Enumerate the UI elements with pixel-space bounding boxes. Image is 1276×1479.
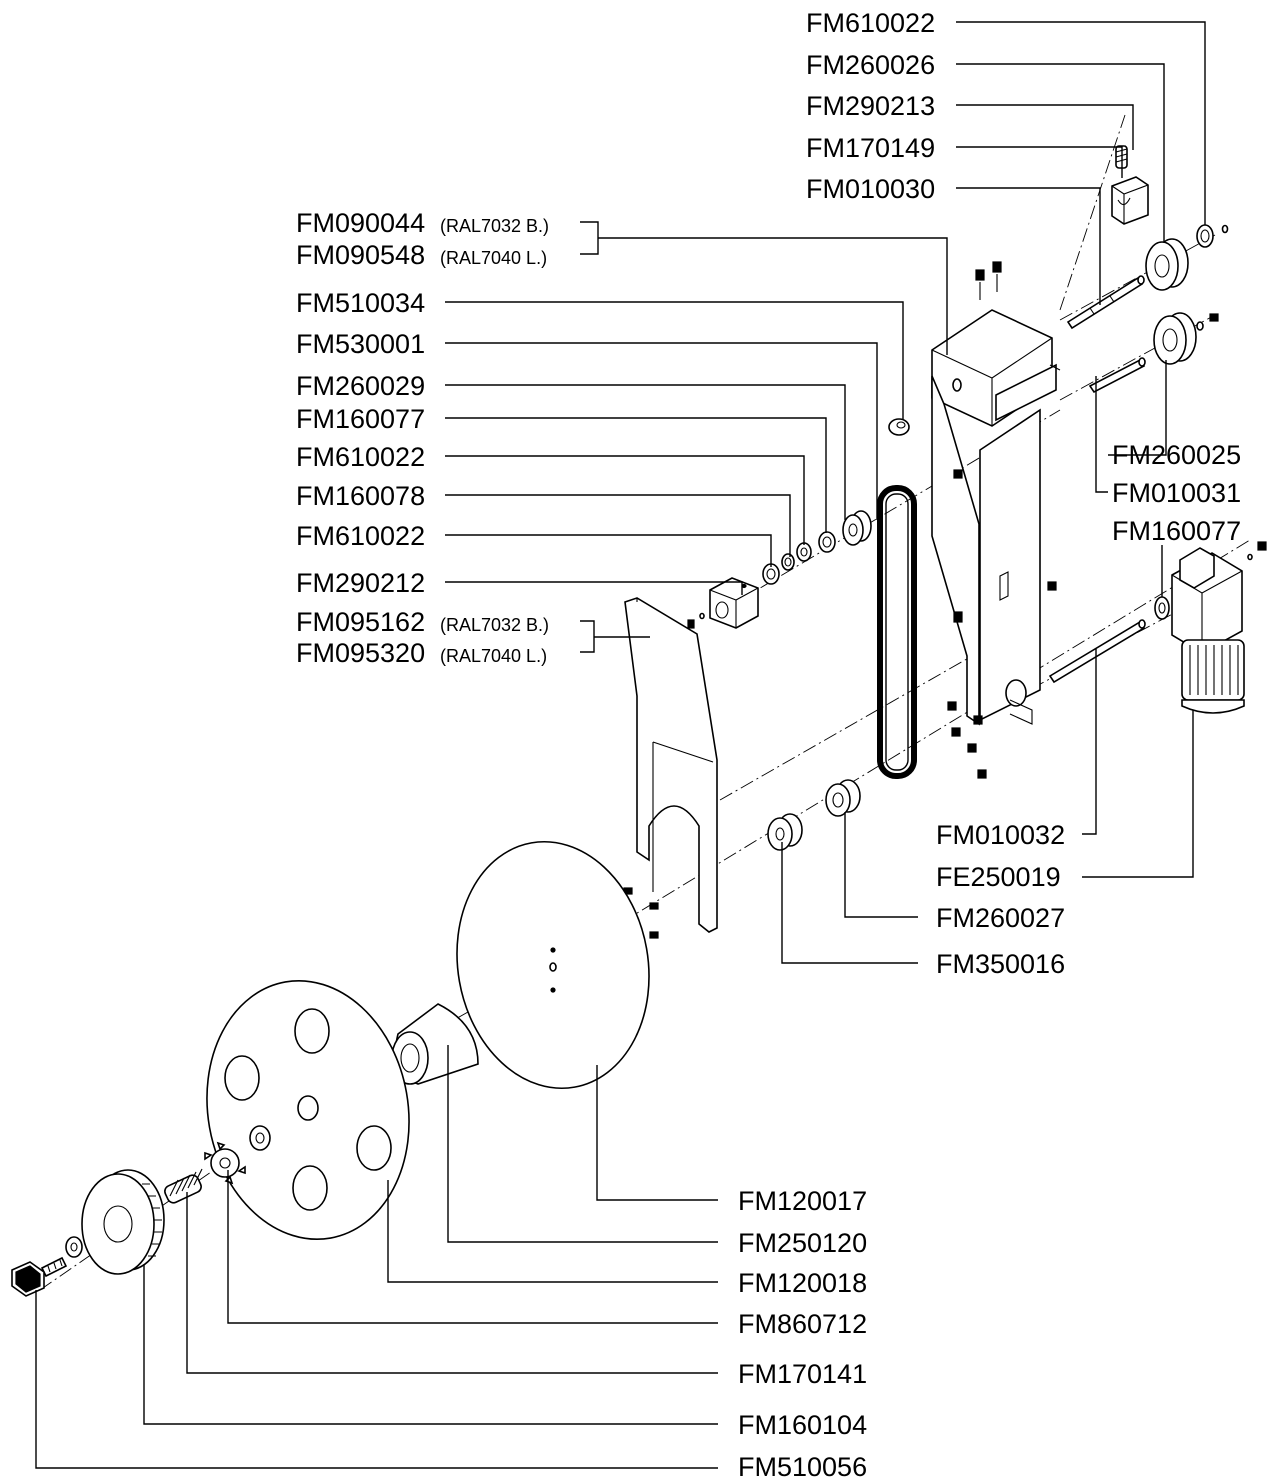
label-fm290212: FM290212	[296, 568, 425, 598]
label-fm860712: FM860712	[738, 1309, 867, 1339]
label-fm090044: FM090044	[296, 208, 425, 238]
label-fm160078: FM160078	[296, 481, 425, 511]
label-fm160077-right: FM160077	[1112, 516, 1241, 546]
label-fm090044-note: (RAL7032 B.)	[440, 216, 549, 236]
label-fm260029: FM260029	[296, 371, 425, 401]
plate-fm095162	[624, 597, 718, 933]
label-fm510056: FM510056	[738, 1452, 867, 1479]
bearing-fm160078	[781, 553, 795, 571]
hub-fm350016	[767, 813, 803, 851]
sprocket-fm860712	[204, 1141, 246, 1185]
label-fm170141: FM170141	[738, 1359, 867, 1389]
screw-knob-fm510056	[11, 1256, 68, 1297]
label-fm160104: FM160104	[738, 1410, 867, 1440]
bush-fm510034	[888, 418, 910, 436]
label-fm350016: FM350016	[936, 949, 1065, 979]
block-fm170149	[1111, 176, 1149, 225]
block-fm290212	[709, 577, 759, 629]
label-fm610022-low: FM610022	[296, 521, 425, 551]
label-fm290213: FM290213	[806, 91, 935, 121]
label-fm160077-left: FM160077	[296, 404, 425, 434]
label-fm610022-top: FM610022	[806, 8, 935, 38]
knob-fm160104	[81, 1169, 165, 1275]
belt-fm530001	[877, 485, 917, 779]
disc-fm120017	[456, 840, 650, 1090]
pulley-fm260027	[825, 779, 861, 817]
shaft-fm010031	[1088, 357, 1146, 394]
label-fm095320: FM095320	[296, 638, 425, 668]
label-fm095162-note: (RAL7032 B.)	[440, 615, 549, 635]
label-fm120017: FM120017	[738, 1186, 867, 1216]
label-fm010032: FM010032	[936, 820, 1065, 850]
housing-fm090044	[931, 309, 1061, 726]
label-fm095320-note: (RAL7040 L.)	[440, 646, 547, 666]
label-fe250019: FE250019	[936, 862, 1061, 892]
label-fm090548-note: (RAL7040 L.)	[440, 248, 547, 268]
shaft-fm010032	[1048, 619, 1146, 684]
label-fm250120: FM250120	[738, 1228, 867, 1258]
leader-lines	[35, 21, 1206, 1469]
housing-top-screws	[975, 261, 1002, 300]
bearing-fm160077-right	[1154, 596, 1170, 620]
label-fm170149: FM170149	[806, 133, 935, 163]
spring-fm170141	[164, 1168, 203, 1204]
label-fm260027: FM260027	[936, 903, 1065, 933]
motor-fe250019	[1171, 541, 1267, 714]
shaft-fm010030	[1066, 275, 1145, 330]
washer	[65, 1236, 83, 1258]
nut-fm610022-mid	[796, 542, 812, 562]
pulley-fm260029	[842, 510, 872, 546]
label-fm610022-mid: FM610022	[296, 442, 425, 472]
label-fm510034: FM510034	[296, 288, 425, 318]
label-fm010030: FM010030	[806, 174, 935, 204]
bearing-fm160077-left	[818, 531, 836, 553]
label-fm260025: FM260025	[1112, 440, 1241, 470]
housing-screws	[947, 469, 1057, 779]
label-fm530001: FM530001	[296, 329, 425, 359]
label-fm120018: FM120018	[738, 1268, 867, 1298]
roller-fm260025	[1153, 312, 1219, 365]
label-fm260026: FM260026	[806, 50, 935, 80]
label-fm095162: FM095162	[296, 607, 425, 637]
nut-fm610022-top	[1196, 224, 1229, 248]
part-labels: FM610022 FM260026 FM290213 FM170149 FM01…	[296, 8, 1241, 1479]
label-fm090548: FM090548	[296, 240, 425, 270]
label-fm010031: FM010031	[1112, 478, 1241, 508]
disc-fm120018	[206, 980, 410, 1240]
cone-fm250120	[391, 1003, 479, 1085]
roller-fm260026	[1145, 238, 1189, 291]
